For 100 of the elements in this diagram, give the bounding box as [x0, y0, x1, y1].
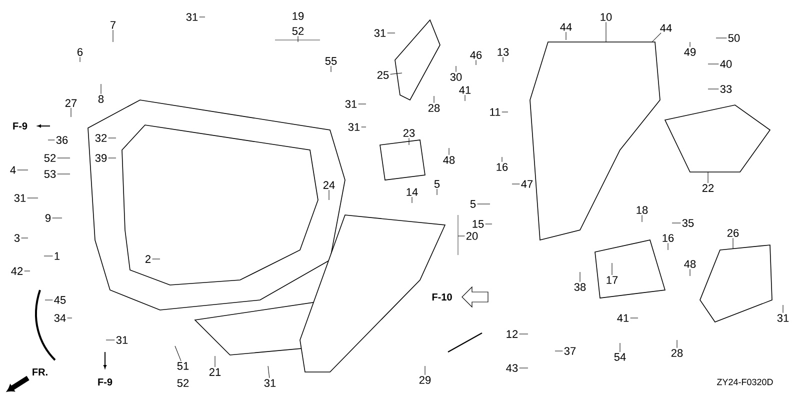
leader-line [330, 66, 332, 72]
callout-number: 44 [660, 24, 672, 32]
callout-number: 31 [264, 379, 276, 387]
leader-line [268, 366, 270, 378]
leader-line [672, 222, 681, 224]
leader-line [436, 188, 438, 196]
callout-number: 19 [292, 12, 304, 20]
callout-number: 16 [662, 234, 674, 242]
leader-line [152, 258, 160, 260]
callout-number: 17 [606, 276, 618, 284]
callout-number: 54 [614, 353, 626, 361]
callout-number: 1 [54, 252, 60, 260]
leader-line [448, 148, 450, 156]
callout-number: 41 [459, 86, 471, 94]
callout-number: 18 [636, 206, 648, 214]
callout-number: 21 [209, 368, 221, 376]
callout-number: 46 [470, 51, 482, 59]
callout-number: 42 [11, 267, 23, 275]
leader-line [676, 340, 678, 348]
callout-number: 53 [44, 170, 56, 178]
leader-line [502, 56, 504, 62]
drawing-code: ZY24-F0320D [717, 378, 773, 386]
leader-line [732, 238, 734, 250]
callout-number: 29 [419, 376, 431, 384]
callout-number: 52 [44, 154, 56, 162]
callout-number: 11 [490, 108, 500, 116]
callout-number: 32 [95, 134, 107, 142]
callout-number: 10 [600, 13, 612, 21]
callout-number: 48 [684, 260, 696, 268]
callout-number: 48 [443, 156, 455, 164]
callout-number: 40 [720, 60, 732, 68]
callout-number: 33 [720, 85, 732, 93]
callout-number: 28 [671, 349, 683, 357]
leader-line [652, 32, 662, 42]
leader-line [390, 72, 402, 74]
callout-number: 36 [56, 136, 68, 144]
leader-line [464, 94, 466, 102]
callout-number: 3 [14, 234, 20, 242]
callout-number: 7 [110, 21, 116, 29]
callout-number: 20 [466, 232, 478, 240]
leader-line [782, 304, 784, 314]
callout-number: 31 [14, 194, 26, 202]
callout-number: 5 [434, 180, 440, 188]
callout-number: 6 [78, 48, 83, 56]
callout-number: 34 [54, 314, 66, 322]
callout-number: 31 [345, 100, 357, 108]
callout-number: 47 [521, 180, 533, 188]
reference-label: F-10 [432, 293, 452, 301]
callout-number: 24 [323, 181, 335, 189]
callout-number: 31 [186, 13, 198, 21]
callout-number: 30 [450, 73, 462, 81]
callout-number: 50 [728, 34, 740, 42]
reference-label: FR. [32, 368, 48, 376]
callout-number: 9 [45, 214, 51, 222]
callout-number: 23 [403, 129, 415, 137]
leader-line [174, 346, 182, 362]
leader-line [100, 84, 102, 94]
reference-label: F-9 [13, 122, 28, 130]
callout-number: 16 [496, 163, 508, 171]
leader-line [70, 108, 72, 118]
callout-number: 15 [472, 220, 484, 228]
callout-number: 28 [428, 104, 440, 112]
callout-number: 35 [682, 219, 694, 227]
callout-number: 52 [292, 27, 304, 35]
callout-number: 31 [348, 123, 360, 131]
leader-line [328, 190, 330, 200]
callout-number: 2 [146, 255, 151, 263]
leader-line [199, 16, 206, 18]
callout-number: 13 [498, 48, 509, 56]
callout-number: 31 [374, 29, 386, 37]
callout-number: 31 [777, 314, 789, 322]
leader-line [554, 350, 563, 352]
callout-number: 22 [702, 184, 714, 192]
callout-number: 31 [116, 336, 128, 344]
leader-line [361, 126, 366, 128]
leader-line [24, 270, 30, 272]
callout-number: 37 [564, 347, 576, 355]
callout-number: 26 [727, 229, 739, 237]
callout-number: 8 [98, 95, 104, 103]
callout-number: 41 [617, 314, 629, 322]
callout-number: 51 [177, 362, 189, 370]
callout-number: 43 [506, 364, 518, 372]
reference-label: F-9 [98, 378, 112, 386]
callout-number: 39 [95, 154, 107, 162]
callout-number: 14 [406, 188, 418, 196]
leader-line [214, 356, 216, 368]
callout-number: 38 [574, 283, 586, 291]
callout-number: 4 [10, 166, 16, 174]
callout-number: 25 [377, 71, 389, 79]
callout-number: 45 [54, 296, 66, 304]
callout-number: 52 [177, 379, 189, 387]
callout-number: 12 [506, 330, 518, 338]
callout-number: 55 [325, 57, 337, 65]
leader-line [408, 138, 410, 146]
callout-number: 44 [560, 23, 572, 31]
callout-number: 5 [470, 200, 476, 208]
leader-line [424, 366, 426, 376]
leader-line [112, 30, 114, 42]
callout-number: 49 [684, 48, 696, 56]
leader-line [387, 32, 396, 34]
